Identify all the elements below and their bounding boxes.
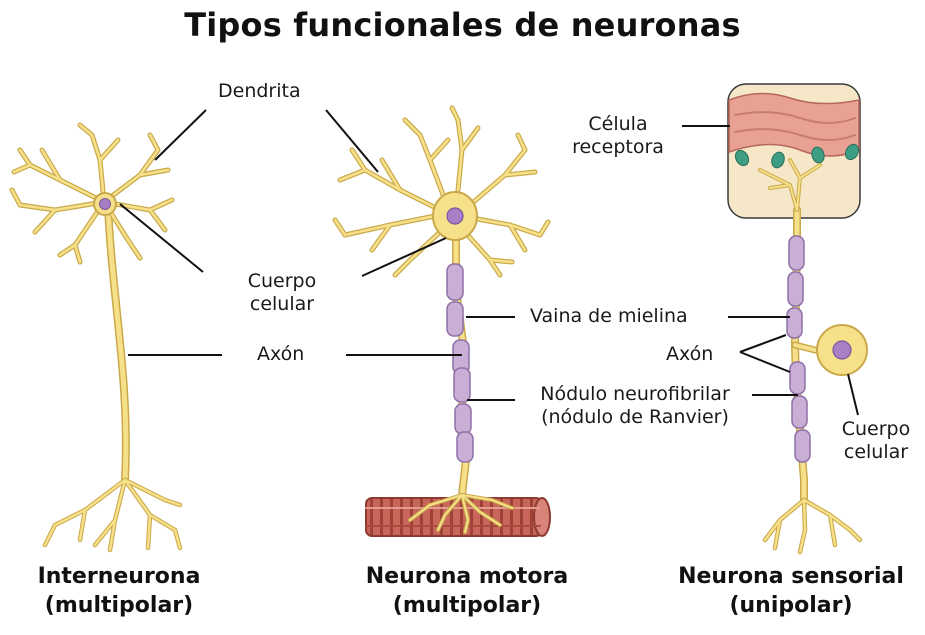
interneuron-nucleus [100, 199, 111, 210]
leader-dendrita-left [155, 110, 206, 160]
leader-cuerpo-sensorial [848, 374, 858, 415]
motor-neuron [335, 108, 550, 536]
interneuron [12, 125, 180, 550]
caption-sensorial-name: Neurona sensorial [660, 563, 922, 592]
leader-axon-sensorial-1 [740, 335, 786, 352]
label-nodulo-neurofibrilar: Nódulo neurofibrilar (nódulo de Ranvier) [520, 383, 750, 429]
muscle-fiber [366, 498, 550, 536]
caption-interneurona: Interneurona (multipolar) [8, 563, 230, 620]
label-nodulo-line1: Nódulo neurofibrilar [520, 383, 750, 406]
motor-dendrites [335, 108, 548, 275]
label-cuerpo-celular-line1: Cuerpo [226, 270, 338, 293]
caption-sensorial-type: (unipolar) [660, 592, 922, 621]
diagram-title: Tipos funcionales de neuronas [0, 6, 925, 44]
label-axon-right: Axón [666, 343, 713, 366]
label-dendrita: Dendrita [218, 80, 301, 103]
label-celula-receptora-line2: receptora [560, 136, 676, 159]
label-cuerpo-sensorial-line2: celular [830, 441, 922, 464]
label-celula-receptora: Célula receptora [560, 113, 676, 159]
caption-motora-name: Neurona motora [336, 563, 598, 592]
caption-interneurona-name: Interneurona [8, 563, 230, 592]
label-nodulo-line2: (nódulo de Ranvier) [520, 406, 750, 429]
leader-axon-sensorial-2 [740, 352, 790, 372]
interneuron-terminals [45, 480, 180, 550]
caption-motora-type: (multipolar) [336, 592, 598, 621]
caption-interneurona-type: (multipolar) [8, 592, 230, 621]
label-cuerpo-celular-line2: celular [226, 293, 338, 316]
label-cuerpo-celular-sensorial: Cuerpo celular [830, 418, 922, 464]
label-celula-receptora-line1: Célula [560, 113, 676, 136]
motor-myelin-sheath [447, 264, 473, 462]
leader-dendrita-right [326, 110, 378, 172]
label-cuerpo-celular: Cuerpo celular [226, 270, 338, 316]
label-axon-left: Axón [257, 343, 304, 366]
sensory-nucleus [833, 341, 851, 359]
label-vaina-mielina: Vaina de mielina [530, 305, 688, 328]
interneuron-dendrites [12, 125, 172, 262]
leader-cuerpo-left [120, 204, 203, 272]
caption-neurona-motora: Neurona motora (multipolar) [336, 563, 598, 620]
motor-nucleus [447, 208, 463, 224]
sensory-terminals [765, 500, 860, 552]
label-cuerpo-sensorial-line1: Cuerpo [830, 418, 922, 441]
caption-neurona-sensorial: Neurona sensorial (unipolar) [660, 563, 922, 620]
